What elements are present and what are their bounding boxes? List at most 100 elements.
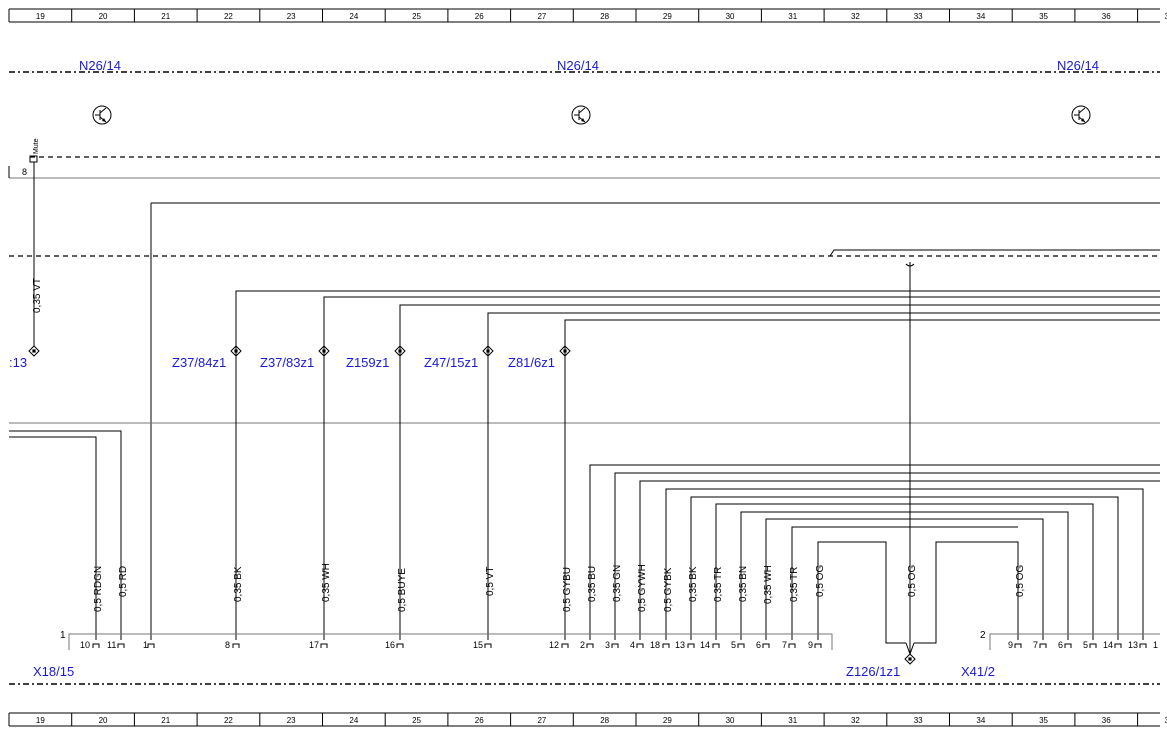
ruler-label: 36 [1102,12,1111,21]
wire-label: 0,5 RD [118,566,129,597]
pin-label: 1 [1153,640,1158,650]
wire-label: 0,35 BK [233,566,244,602]
pin-socket [737,643,745,648]
pin-socket [712,643,720,648]
ruler-label: 35 [1039,12,1048,21]
transistor-icon [1071,105,1091,125]
splice-icon [394,345,406,357]
pin-socket [687,643,695,648]
wire-label: 0,5 GYWH [637,564,648,612]
ruler-label: 20 [99,716,108,725]
pin-socket [396,643,404,648]
ruler-label: 19 [36,12,45,21]
pin-socket [1114,643,1122,648]
ruler-label: 35 [1039,716,1048,725]
ruler-label: 29 [663,716,672,725]
component-label-z13: :13 [9,355,27,370]
splice-icon [559,345,571,357]
component-label-z47-15: Z47/15z1 [424,355,478,370]
pin-label: 4 [630,640,635,650]
connector-x41-2: 2 [980,630,1160,650]
bottom-ruler: 19202122232425262728293031323334353637 [8,712,1167,727]
wire-label: 0,5 RDGN [93,566,104,612]
ruler-label: 25 [412,716,421,725]
pin-socket [561,643,569,648]
pin-label: 5 [731,640,736,650]
pin-socket [484,643,492,648]
ruler-label: 21 [161,12,170,21]
ruler-label: 37 [1164,12,1167,21]
component-label-z37-84: Z37/84z1 [172,355,226,370]
wire-og-a [817,541,906,644]
wire-label: 0,35 WH [321,563,332,602]
pin-label: 9 [1008,640,1013,650]
pin-label: 12 [549,640,559,650]
wire-z126-feed [829,249,1160,257]
ruler-label: 24 [349,716,358,725]
ruler-label: 23 [287,12,296,21]
wire-bk [690,496,1119,640]
pin-socket [320,643,328,648]
ruler-label: 33 [914,12,923,21]
pin-socket [1089,643,1097,648]
pin-label: 5 [1083,640,1088,650]
pin-label: 13 [675,640,685,650]
wire-gybk [665,488,1144,640]
wire-z37-83 [323,296,1160,640]
ruler-label: 21 [161,716,170,725]
wire-gn [614,472,1160,640]
mute-pin: 8 [22,167,27,177]
wire-label: 0,35 TR [789,567,800,602]
ruler-label: 27 [537,12,546,21]
pin-socket [1139,643,1147,648]
pin-label: 7 [782,640,787,650]
ruler-label: 23 [287,716,296,725]
wire-bu [589,464,1160,640]
component-label-n26-c: N26/14 [1057,58,1099,73]
ruler-label: 34 [976,12,985,21]
wire-label: 0,35 TR [713,567,724,602]
pin-label: 18 [650,640,660,650]
pin-label: 15 [473,640,483,650]
ruler-label: 19 [36,716,45,725]
ruler-label: 32 [851,716,860,725]
component-label-z159: Z159z1 [346,355,389,370]
pin-label: 3 [605,640,610,650]
x18-pin-row: 10 11 1 8 17 16 15 12 2 3 4 18 13 14 5 6… [80,640,813,650]
ruler-label: 28 [600,716,609,725]
pin-label: 6 [1058,640,1063,650]
component-label-x18-15: X18/15 [33,664,74,679]
wire-tr-a [715,503,1094,640]
wire-z159 [399,304,1160,640]
pin-socket [1014,643,1022,648]
ruler-label: 37 [1164,716,1167,725]
transistor-icon [571,105,591,125]
wire-tr-b [791,526,1018,640]
splice-icon [230,345,242,357]
wire-label: 0,5 GYBU [562,567,573,612]
wire-label: 0,35 BK [688,566,699,602]
splice-icon [904,653,916,665]
pin-label: 10 [80,640,90,650]
component-label-x41-2: X41/2 [961,664,995,679]
wire-bn [740,511,1069,640]
wire-og-c [914,541,1019,644]
pin-socket [586,643,594,648]
ruler-label: 31 [788,716,797,725]
pin-socket [1039,643,1047,648]
component-label-n26-b: N26/14 [557,58,599,73]
wire-label: 0,35 BU [587,566,598,602]
splice-icon [482,345,494,357]
component-label-n26-a: N26/14 [79,58,121,73]
pin-label: 1 [143,640,148,650]
ruler-label: 30 [726,12,735,21]
connector-number: 2 [980,630,986,641]
component-label-z126: Z126/1z1 [846,664,900,679]
ruler-label: 29 [663,12,672,21]
wire-rdgn [9,436,97,640]
pin-label: 6 [756,640,761,650]
pin-socket [662,643,670,648]
wire-rd [9,430,122,640]
connector-x18-15: 1 [60,630,833,650]
transistor-icon [92,105,112,125]
